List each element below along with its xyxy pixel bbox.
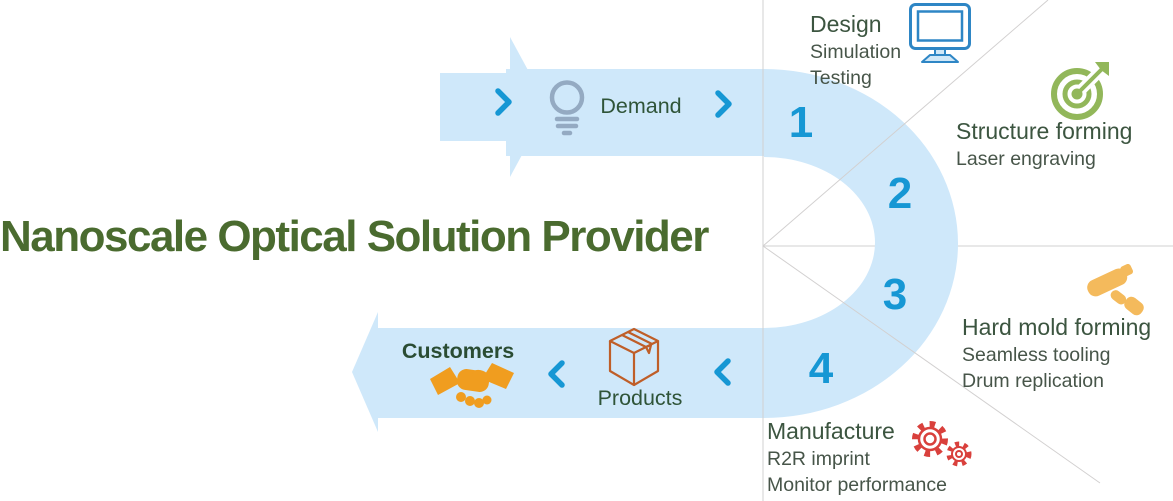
step-detail: R2R imprint bbox=[767, 448, 870, 470]
customers-label: Customers bbox=[401, 339, 515, 363]
step-block-manufacture: Manufacture R2R imprint Monitor performa… bbox=[767, 420, 947, 501]
step-number-1: 1 bbox=[788, 98, 814, 147]
step-number-4: 4 bbox=[808, 344, 834, 393]
step-heading: Manufacture bbox=[767, 418, 895, 444]
step-block-structure-forming: Structure forming Laser engraving bbox=[956, 120, 1132, 176]
products-label: Products bbox=[597, 386, 683, 410]
step-number-3: 3 bbox=[882, 270, 908, 319]
step-detail: Testing bbox=[810, 66, 872, 89]
handshake-icon bbox=[430, 363, 514, 408]
box-icon bbox=[608, 327, 660, 387]
page-title: Nanoscale Optical Solution Provider bbox=[0, 212, 709, 261]
target-icon bbox=[1051, 62, 1109, 120]
chevron-left-icon bbox=[714, 358, 731, 386]
gears-icon bbox=[912, 421, 972, 467]
step-heading: Hard mold forming bbox=[962, 314, 1152, 340]
monitor-icon bbox=[909, 3, 971, 63]
divider-line-lower-right bbox=[762, 245, 1101, 484]
gavel-icon bbox=[1087, 264, 1144, 316]
divider-line-upper-right bbox=[762, 0, 1049, 247]
u-arrow-head-left bbox=[352, 312, 378, 432]
step-detail: Seamless tooling bbox=[962, 344, 1111, 366]
step-detail: Drum replication bbox=[962, 369, 1104, 392]
step-number-2: 2 bbox=[887, 169, 913, 218]
chevron-left-icon bbox=[548, 360, 565, 388]
step-detail: Laser engraving bbox=[956, 148, 1096, 170]
step-heading: Design bbox=[810, 11, 882, 37]
step-block-design: Design Simulation Testing bbox=[810, 13, 901, 94]
u-arrow-curve bbox=[764, 69, 958, 418]
chevron-right-icon bbox=[715, 90, 732, 118]
demand-label: Demand bbox=[600, 94, 682, 118]
step-detail: Monitor performance bbox=[767, 473, 947, 496]
step-heading: Structure forming bbox=[956, 118, 1133, 144]
step-detail: Simulation bbox=[810, 41, 902, 63]
lightbulb-icon bbox=[549, 80, 585, 136]
divider-lines bbox=[762, 0, 1101, 501]
step-block-hard-mold-forming: Hard mold forming Seamless tooling Drum … bbox=[962, 316, 1151, 397]
chevron-right-icon bbox=[495, 88, 512, 116]
